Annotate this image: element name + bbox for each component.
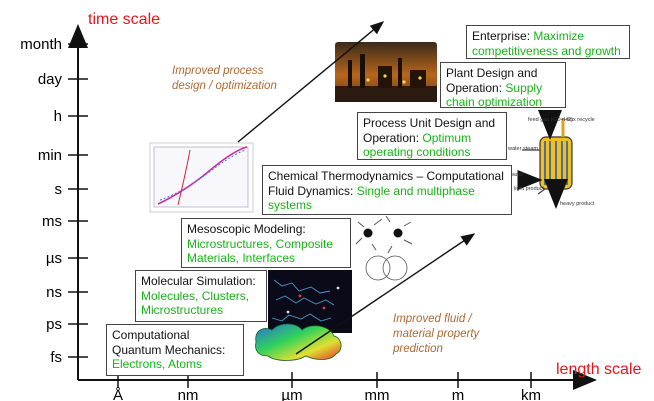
xtick-meter: m xyxy=(452,387,465,401)
note-fluid-line1: Improved fluid / xyxy=(393,313,473,325)
molecular-detail: Molecules, Clusters, Microstructures xyxy=(141,288,250,318)
reactor-water-steam-label: water steam xyxy=(507,146,538,152)
enterprise-title: Enterprise: xyxy=(472,29,531,43)
note-process-line2: design / optimization xyxy=(172,80,277,92)
quantum-density-image xyxy=(255,323,342,361)
length-ticks xyxy=(117,372,532,388)
time-axis-title: time scale xyxy=(88,11,160,28)
enterprise-detail: Maximize competitiveness and growth xyxy=(472,29,621,58)
xtick-millimeter: mm xyxy=(365,387,390,401)
fluid-arrow xyxy=(295,233,476,355)
refinery-photo xyxy=(335,42,437,102)
xtick-micrometer: µm xyxy=(281,387,302,401)
plant-title: Plant Design and Operation: xyxy=(446,66,538,95)
plant-detail: Supply chain optimization xyxy=(446,80,543,110)
mesoscopic-detail: Microstructures, Composite Materials, In… xyxy=(187,236,334,266)
molecular-box: Molecular Simulation: Molecules, Cluster… xyxy=(135,270,267,322)
ytick-hour: h xyxy=(54,108,62,125)
quantum-detail: Electrons, Atoms xyxy=(112,357,203,372)
ytick-millisecond: ms xyxy=(42,213,62,230)
ytick-second: s xyxy=(55,181,63,198)
reactor-wax-label: wax recycle xyxy=(565,117,595,123)
thermo-title: Chemical Thermodynamics – Computational … xyxy=(268,169,504,198)
reactor-light-label: light product xyxy=(514,186,544,192)
thermo-detail: Single and multiphase systems xyxy=(268,183,475,213)
note-fluid-line2: material property xyxy=(393,328,481,340)
molecular-simulation-image xyxy=(268,270,352,333)
xtick-angstrom: Å xyxy=(113,387,123,401)
time-ticks xyxy=(68,43,88,358)
xtick-kilometer: km xyxy=(521,387,541,401)
ytick-day: day xyxy=(38,71,63,88)
mesoscopic-sketch xyxy=(355,215,413,281)
ytick-minute: min xyxy=(38,147,62,164)
ytick-picosecond: ps xyxy=(46,316,62,333)
thermo-box: Chemical Thermodynamics – Computational … xyxy=(262,165,512,215)
xtick-nanometer: nm xyxy=(178,387,199,401)
quantum-box: Computational Quantum Mechanics: Electro… xyxy=(106,324,244,376)
ytick-month: month xyxy=(20,36,62,53)
process-arrow xyxy=(237,21,385,143)
note-fluid-line3: prediction xyxy=(392,343,443,355)
molecular-title: Molecular Simulation: xyxy=(141,274,256,288)
note-process-line1: Improved process xyxy=(172,65,264,77)
reactor-diagram: feed gas (CO+H2) wax recycle water steam… xyxy=(507,110,595,209)
mesoscopic-title: Mesoscopic Modeling: xyxy=(187,222,306,236)
process-unit-box: Process Unit Design and Operation: Optim… xyxy=(357,112,507,160)
thermodynamics-plot xyxy=(149,142,254,213)
process-unit-detail: Optimum operating conditions xyxy=(363,130,472,160)
reactor-heavy-label: heavy product xyxy=(560,201,595,207)
plant-box: Plant Design and Operation: Supply chain… xyxy=(440,62,566,110)
ytick-nanosecond: ns xyxy=(46,284,62,301)
process-unit-title: Process Unit Design and Operation: xyxy=(363,116,496,145)
ytick-femtosecond: fs xyxy=(50,349,62,366)
length-axis-title: length scale xyxy=(556,361,641,378)
reactor-feed-label: feed gas (CO+H2) xyxy=(528,117,573,123)
quantum-title: Computational Quantum Mechanics: xyxy=(112,328,226,357)
mesoscopic-box: Mesoscopic Modeling: Microstructures, Co… xyxy=(181,218,351,268)
reactor-water-label: water xyxy=(509,172,524,178)
enterprise-box: Enterprise: Maximize competitiveness and… xyxy=(466,25,630,59)
ytick-microsecond: µs xyxy=(46,250,62,267)
